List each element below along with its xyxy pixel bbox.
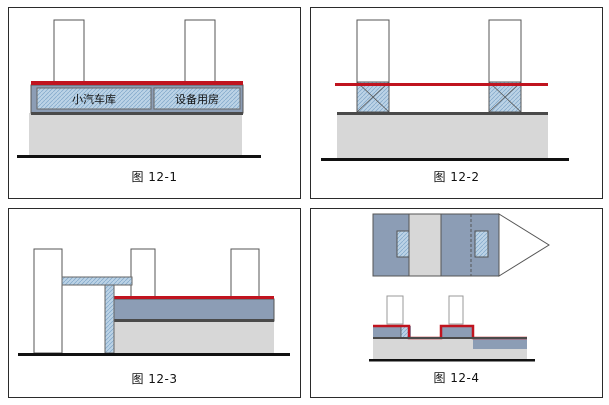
section-ground-line [369,359,535,362]
roof-red-line [113,296,274,299]
section-basement-right [473,339,527,349]
slab-dark-line [31,112,243,115]
plan-right-block [440,213,500,277]
label-equipment: 设备用房 [175,92,219,106]
figure-12-4-diagram [369,213,550,362]
basement-right-cross [488,81,522,113]
tower-mid [130,248,156,298]
ground-fill [29,113,242,155]
tall-tower [33,248,63,354]
section-roof-red-line [373,324,527,340]
room-garage [36,87,152,110]
plan-hatch-right [474,230,489,258]
tower-left [356,19,390,83]
figure-12-2-panel: 图 12-2 [310,7,603,199]
caption-12-3: 图 12-3 [131,372,178,386]
figure-12-3-panel: 图 12-3 [8,208,301,398]
tower-right [230,248,260,298]
caption-12-4: 图 12-4 [433,371,480,385]
figure-12-3-diagram [18,248,290,356]
hatched-column [104,284,115,354]
section-basement-mid [441,326,473,338]
figure-12-2-diagram [321,19,569,161]
section-slab-line [373,337,527,339]
plan-center-gap [408,213,442,277]
section-tower-right [448,295,464,325]
ground-fill [113,321,274,353]
tower-left [53,19,85,83]
tower-right [184,19,216,83]
caption-12-2: 图 12-2 [433,170,480,184]
hatched-bridge [61,276,133,286]
plan-arrow-tip [498,213,550,277]
slab-dark-line [337,112,548,115]
ground-fill [337,112,548,158]
ground-line [17,155,261,158]
ground-line [18,353,290,356]
room-equipment [153,87,241,110]
roof-red-line [335,83,548,86]
tower-right [488,19,522,83]
figure-12-4-panel: 图 12-4 [310,208,603,398]
section-tower-left [386,295,404,325]
label-garage: 小汽车库 [72,92,116,106]
slab-dark-line [113,319,274,322]
basement-band [112,298,275,322]
figure-12-1-diagram: 小汽车库 设备用房 [17,19,261,158]
ground-line [321,158,569,161]
plan-hatch-left [396,230,410,258]
roof-red-line [31,81,243,85]
caption-12-1: 图 12-1 [131,170,178,184]
figure-12-1-panel: 小汽车库 设备用房 图 12-1 [8,7,301,199]
